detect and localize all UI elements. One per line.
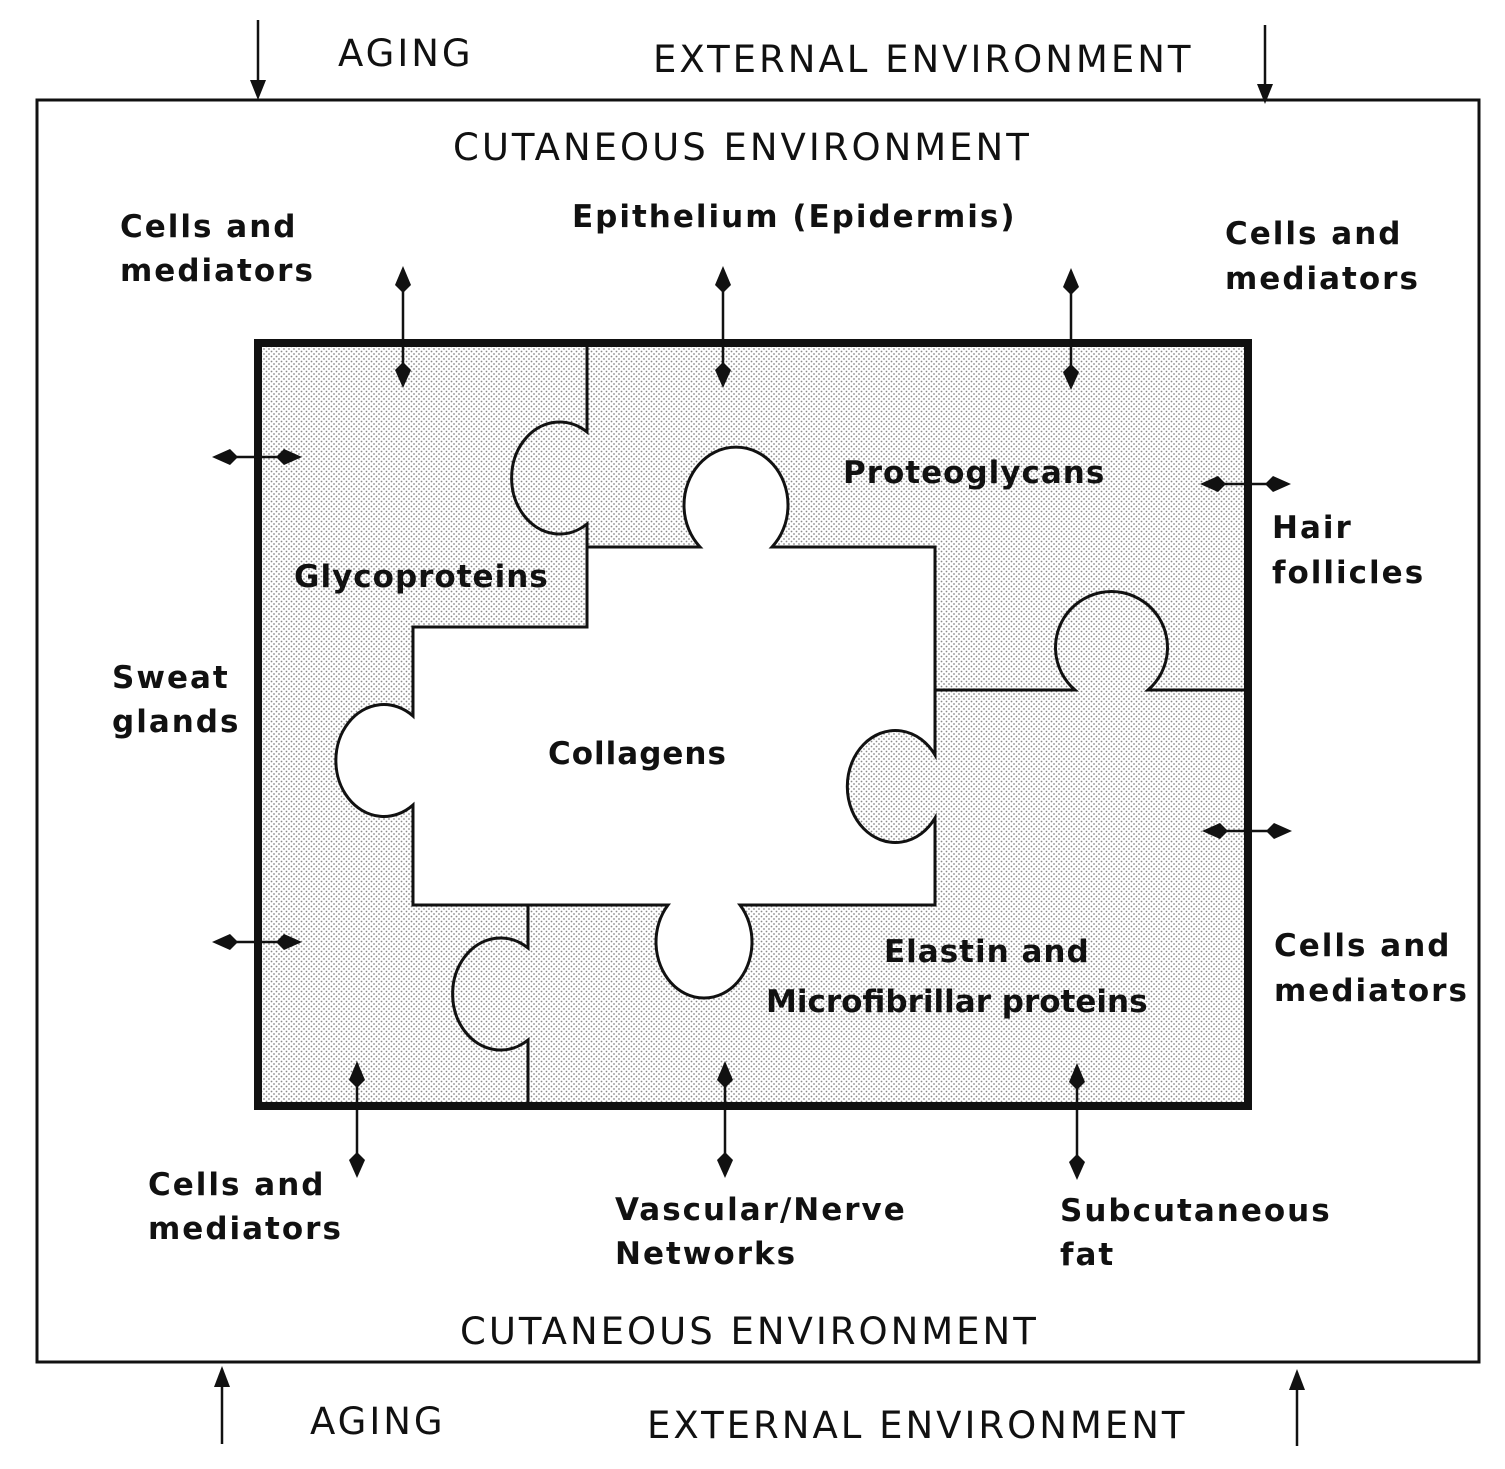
collagens-label: Collagens	[548, 736, 727, 772]
outer-arrows	[214, 20, 1305, 1446]
glycoproteins-label: Glycoproteins	[294, 559, 549, 595]
cutaneous-box	[35, 98, 1481, 1364]
vascular-nerve-2: Networks	[615, 1236, 797, 1272]
subcutaneous-fat-1: Subcutaneous	[1060, 1193, 1332, 1229]
side-interaction-arrows	[212, 449, 1292, 950]
cells-mediators-top-right-1: Cells and	[1225, 216, 1402, 252]
cells-mediators-top-left-1: Cells and	[120, 209, 297, 245]
elastin-label-2: Microfibrillar proteins	[766, 984, 1148, 1020]
external-environment-top-label: EXTERNAL ENVIRONMENT	[653, 38, 1194, 81]
cells-mediators-right-1: Cells and	[1274, 928, 1451, 964]
aging-top-label: AGING	[338, 32, 474, 75]
cells-mediators-bottom-left-1: Cells and	[148, 1167, 325, 1203]
cells-mediators-top-left-2: mediators	[120, 253, 315, 289]
subcutaneous-fat-2: fat	[1060, 1237, 1115, 1273]
external-environment-bottom-label: EXTERNAL ENVIRONMENT	[647, 1404, 1188, 1447]
aging-bottom-label: AGING	[310, 1400, 446, 1443]
hair-follicles-2: follicles	[1272, 555, 1425, 591]
cells-mediators-top-right-2: mediators	[1225, 261, 1420, 297]
sweat-glands-2: glands	[112, 704, 240, 740]
piece-boundaries	[451, 345, 1246, 1104]
cutaneous-environment-bottom: CUTANEOUS ENVIRONMENT	[460, 1310, 1039, 1353]
sweat-glands-1: Sweat	[112, 660, 230, 696]
vascular-nerve-1: Vascular/Nerve	[615, 1192, 907, 1228]
elastin-label-1: Elastin and	[884, 934, 1090, 970]
cells-mediators-bottom-left-2: mediators	[148, 1211, 343, 1247]
top-interaction-arrows	[395, 266, 1079, 390]
hair-follicles-1: Hair	[1272, 510, 1353, 546]
puzzle-outline	[254, 339, 1252, 1110]
cells-mediators-right-2: mediators	[1274, 973, 1469, 1009]
epithelium-label: Epithelium (Epidermis)	[572, 199, 1017, 235]
proteoglycans-label: Proteoglycans	[843, 455, 1105, 491]
bottom-interaction-arrows	[349, 1061, 1085, 1180]
cutaneous-environment-top: CUTANEOUS ENVIRONMENT	[453, 126, 1032, 169]
collagens-piece	[334, 445, 937, 1000]
